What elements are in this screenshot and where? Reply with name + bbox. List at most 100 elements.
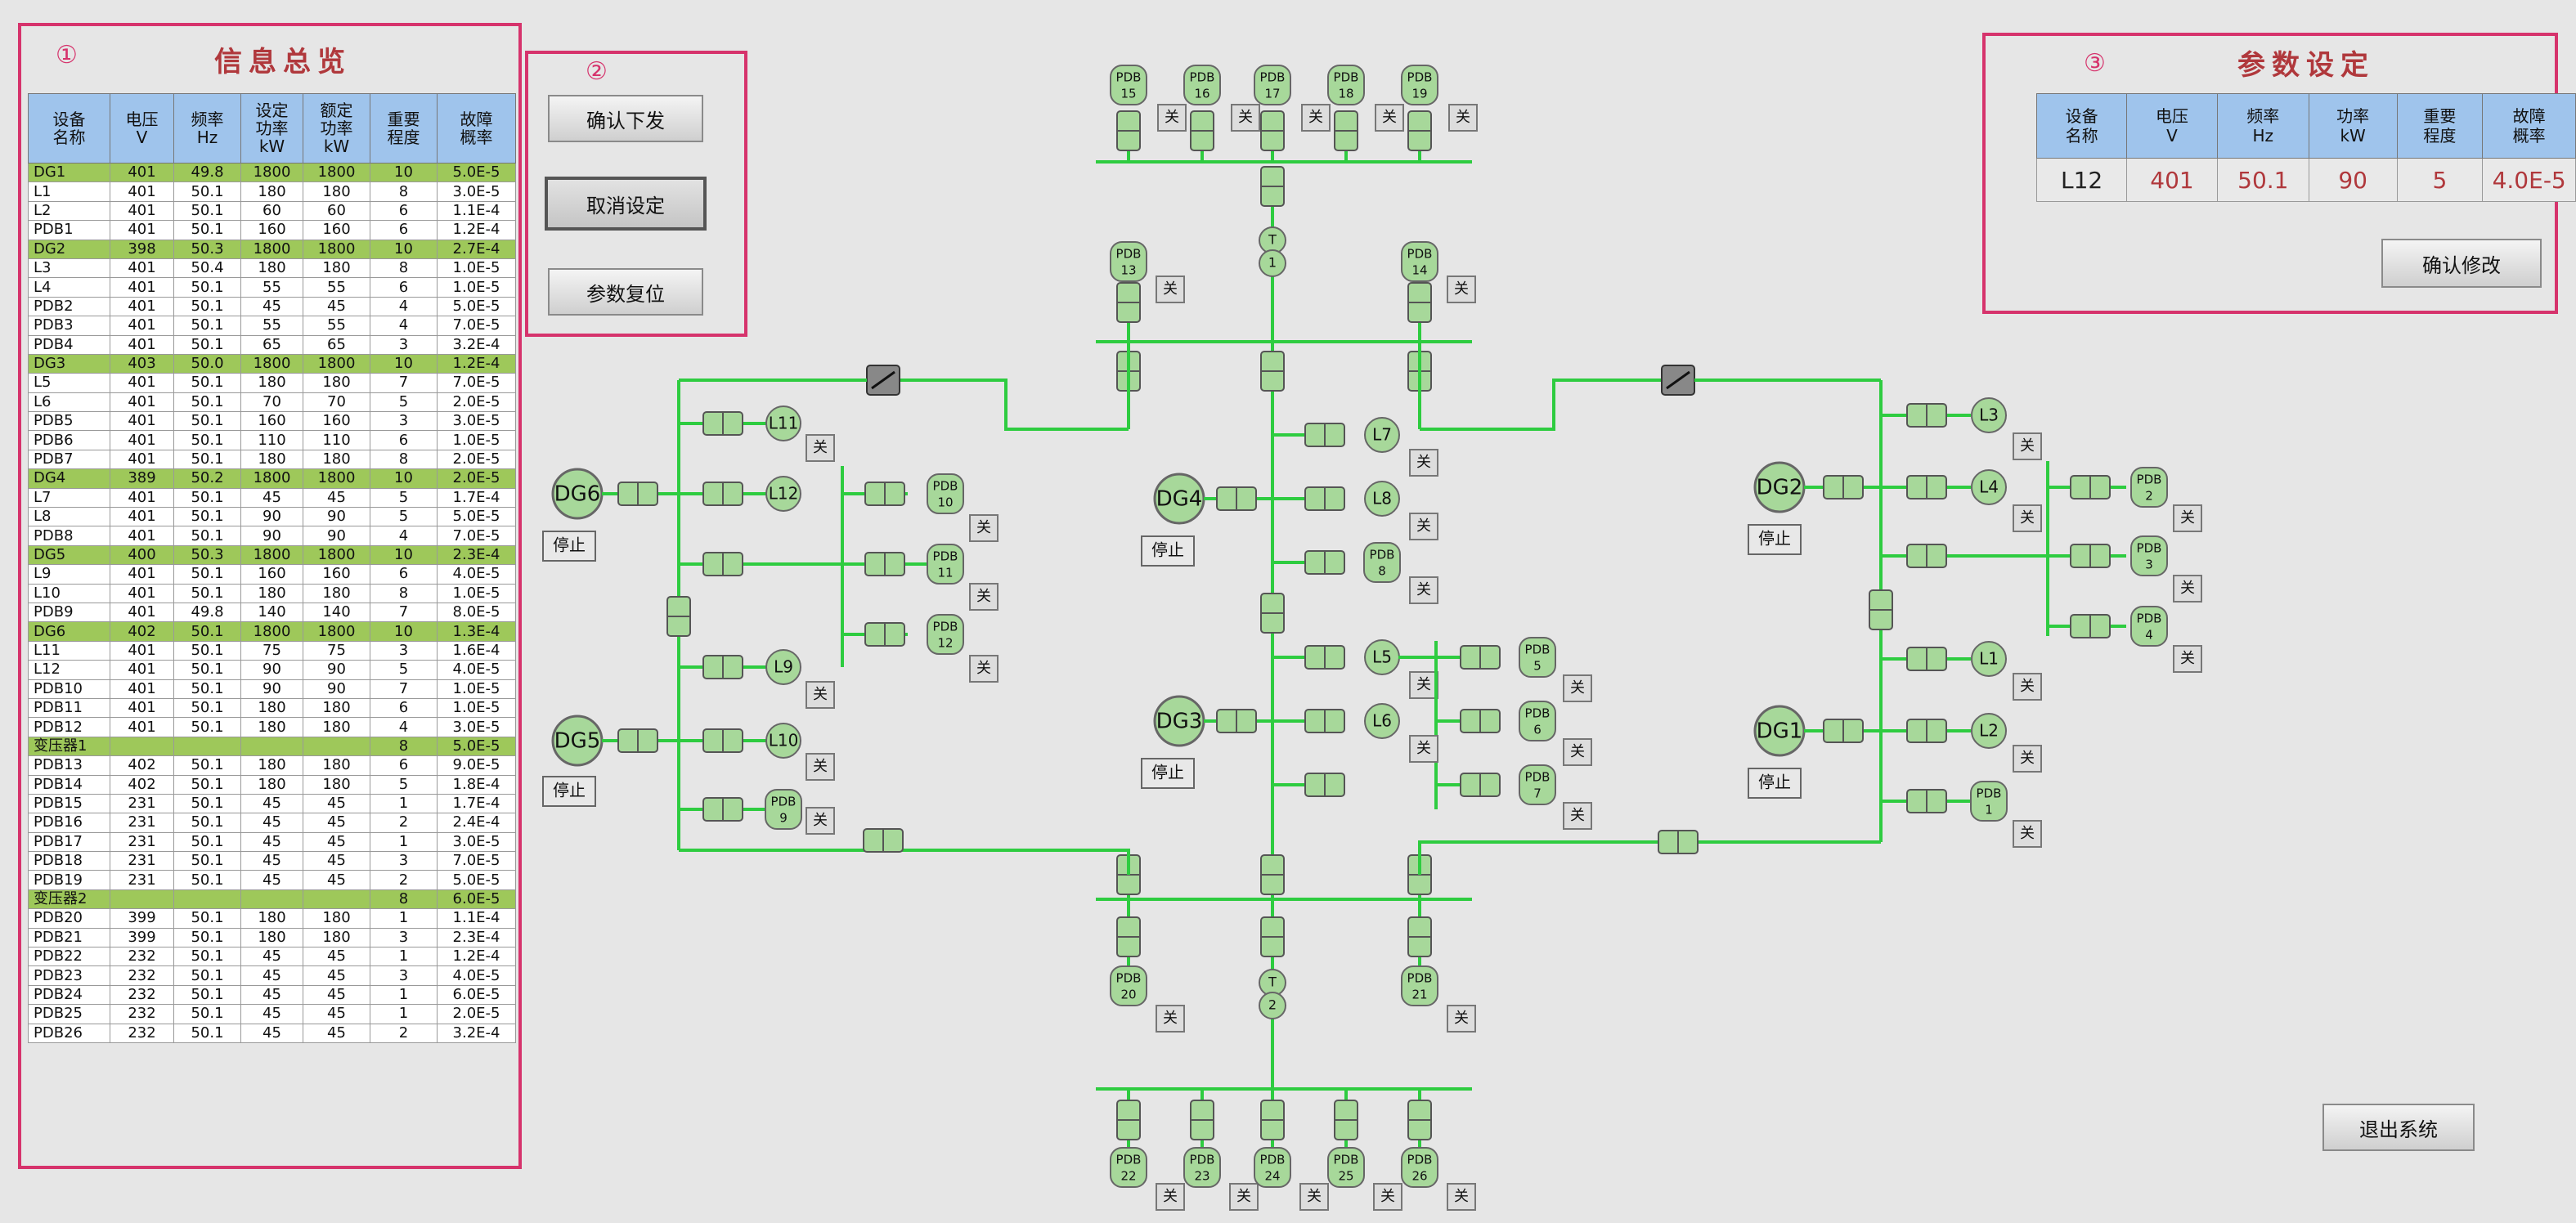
stop-button[interactable]: [1748, 524, 1802, 555]
transformer-2-lower-coil[interactable]: [1259, 992, 1286, 1019]
off-switch-button[interactable]: [1373, 1183, 1402, 1211]
off-switch-button[interactable]: [806, 681, 835, 709]
pdb-node-23[interactable]: [1183, 1147, 1221, 1188]
pdb-node-4[interactable]: [2130, 606, 2168, 647]
off-switch-button[interactable]: [1563, 802, 1592, 830]
param-value-cell[interactable]: 401: [2126, 158, 2218, 202]
load-node-l1[interactable]: [1971, 641, 2007, 677]
param-value-cell[interactable]: 90: [2308, 158, 2398, 202]
off-switch-button[interactable]: [1231, 104, 1260, 132]
off-switch-button[interactable]: [1563, 674, 1592, 702]
pdb-node-17[interactable]: [1254, 65, 1291, 105]
param-value-cell[interactable]: 5: [2396, 158, 2484, 202]
off-switch-button[interactable]: [806, 753, 835, 781]
load-node-l9[interactable]: [765, 649, 801, 685]
pdb-node-3[interactable]: [2130, 535, 2168, 576]
pdb-node-14[interactable]: [1401, 241, 1438, 282]
stop-button[interactable]: [542, 531, 596, 562]
stop-button[interactable]: [542, 776, 596, 807]
pdb-node-1[interactable]: [1970, 781, 2008, 822]
off-switch-button[interactable]: [1409, 576, 1438, 604]
stop-button[interactable]: [1141, 535, 1195, 567]
device-name-cell: PDB20: [28, 908, 110, 929]
off-switch-button[interactable]: [1156, 276, 1185, 303]
pdb-node-20[interactable]: [1110, 965, 1147, 1006]
pdb-node-21[interactable]: [1401, 965, 1438, 1006]
off-switch-button[interactable]: [2013, 745, 2042, 773]
load-node-l8[interactable]: [1364, 481, 1400, 517]
pdb-node-8[interactable]: [1363, 542, 1401, 583]
off-switch-button[interactable]: [2013, 820, 2042, 848]
param-value-cell[interactable]: 4.0E-5: [2482, 158, 2576, 202]
load-node-l11[interactable]: [765, 405, 801, 441]
value-cell: 2.0E-5: [437, 449, 516, 470]
off-switch-button[interactable]: [1301, 104, 1331, 132]
off-switch-button[interactable]: [1447, 1183, 1476, 1211]
off-switch-button[interactable]: [1447, 1005, 1476, 1033]
off-switch-button[interactable]: [969, 583, 999, 611]
pdb-node-5[interactable]: [1519, 637, 1556, 678]
pdb-node-13[interactable]: [1110, 241, 1147, 282]
pdb-node-7[interactable]: [1519, 764, 1556, 805]
off-switch-button[interactable]: [1156, 1183, 1185, 1211]
pdb-node-12[interactable]: [927, 614, 964, 655]
off-switch-button[interactable]: [1448, 104, 1478, 132]
off-switch-button[interactable]: [1409, 449, 1438, 477]
off-switch-button[interactable]: [969, 655, 999, 683]
transformer-1-lower-coil[interactable]: [1259, 249, 1286, 277]
off-switch-button[interactable]: [2013, 432, 2042, 460]
off-switch-button[interactable]: [806, 807, 835, 835]
value-cell: 50.1: [173, 755, 241, 776]
off-switch-button[interactable]: [969, 514, 999, 542]
pdb-node-24[interactable]: [1254, 1147, 1291, 1188]
pdb-node-11[interactable]: [927, 544, 964, 585]
stop-button[interactable]: [1141, 758, 1195, 789]
off-switch-button[interactable]: [2173, 504, 2202, 532]
load-node-l10[interactable]: [765, 723, 801, 759]
off-switch-button[interactable]: [1409, 735, 1438, 763]
off-switch-button[interactable]: [1447, 276, 1476, 303]
pdb-node-9[interactable]: [765, 789, 802, 830]
off-switch-button[interactable]: [1375, 104, 1404, 132]
off-switch-button[interactable]: [2013, 504, 2042, 532]
exit-system-button[interactable]: 退出系统: [2322, 1104, 2475, 1151]
confirm-send-button[interactable]: 确认下发: [548, 95, 703, 142]
device-name-cell: PDB9: [28, 602, 110, 623]
param-reset-button[interactable]: 参数复位: [548, 268, 703, 316]
stop-button[interactable]: [1748, 768, 1802, 799]
off-switch-button[interactable]: [1563, 738, 1592, 766]
off-switch-button[interactable]: [1156, 1005, 1185, 1033]
off-switch-button[interactable]: [1409, 513, 1438, 540]
off-switch-button[interactable]: [1229, 1183, 1259, 1211]
pdb-node-16[interactable]: [1183, 65, 1221, 105]
pdb-node-19[interactable]: [1401, 65, 1438, 105]
load-node-l6[interactable]: [1364, 703, 1400, 739]
off-switch-button[interactable]: [1409, 671, 1438, 699]
load-node-l3[interactable]: [1971, 397, 2007, 433]
load-node-l12[interactable]: [765, 476, 801, 512]
pdb-prefix-label: PDB: [1116, 971, 1142, 986]
off-switch-button[interactable]: [1157, 104, 1187, 132]
value-cell: 65: [240, 334, 303, 355]
pdb-node-22[interactable]: [1110, 1147, 1147, 1188]
off-switch-button[interactable]: [1299, 1183, 1329, 1211]
off-switch-button[interactable]: [2173, 645, 2202, 673]
off-switch-button[interactable]: [806, 434, 835, 462]
pdb-node-25[interactable]: [1327, 1147, 1365, 1188]
off-switch-button[interactable]: [2013, 673, 2042, 701]
pdb-node-15[interactable]: [1110, 65, 1147, 105]
cancel-setting-button[interactable]: 取消设定: [545, 177, 707, 231]
pdb-node-10[interactable]: [927, 473, 964, 514]
pdb-node-18[interactable]: [1327, 65, 1365, 105]
pdb-node-2[interactable]: [2130, 467, 2168, 508]
load-node-l4[interactable]: [1971, 469, 2007, 505]
load-node-l7[interactable]: [1364, 417, 1400, 453]
pdb-node-6[interactable]: [1519, 701, 1556, 741]
confirm-modify-button[interactable]: 确认修改: [2381, 239, 2542, 288]
param-value-cell[interactable]: 50.1: [2216, 158, 2309, 202]
pdb-node-26[interactable]: [1401, 1147, 1438, 1188]
param-value-cell[interactable]: L12: [2035, 158, 2128, 202]
off-switch-button[interactable]: [2173, 575, 2202, 603]
load-node-l2[interactable]: [1971, 713, 2007, 749]
